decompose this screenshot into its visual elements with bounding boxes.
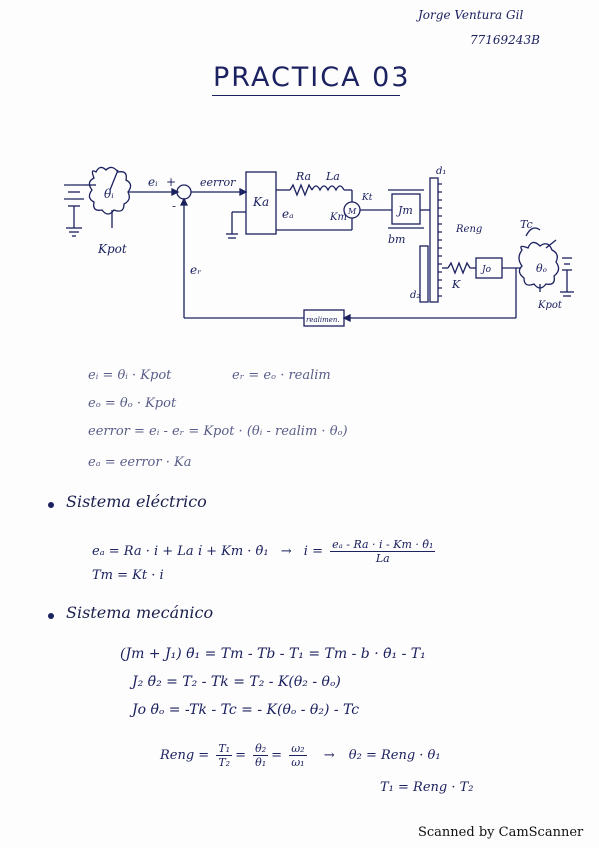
ra-label: Ra [295,170,311,183]
bm-label: bm [388,233,405,246]
d1-label: d₁ [436,166,446,177]
reng-result-1: θ₂ = Reng · θ₁ [348,748,441,763]
reng-f2-den: θ₁ [255,756,267,769]
output-potentiometer-icon [518,239,574,297]
minus-sign: - [172,199,176,213]
motor-label: M [347,207,357,216]
gear-train [429,177,439,303]
jm-inertia-block [391,193,421,225]
section-electrical: Sistema eléctrico [66,492,207,511]
electrical-eq2: Tm = Kt · i [92,568,164,583]
equation-eo: eₒ = θₒ · Kpot [88,396,177,411]
reng-f2-num: θ₂ [253,742,269,756]
reng-result-2: T₁ = Reng · T₂ [380,780,474,795]
k-spring [447,261,471,275]
electrical-eq1-left: eₐ = Ra · i + La i̇ + Km · θ̇₁ [92,544,269,559]
section-mechanical: Sistema mecánico [66,603,214,622]
electrical-fraction-den: La [375,552,390,565]
block-diagram: θᵢ Kpot eᵢ + - eerror Ka eₐ Ra La Kt Km … [64,166,574,327]
jm-label: Jm [396,204,413,217]
km-label: Km [329,212,347,223]
theta-o-label: θₒ [536,262,547,275]
k-label: K [451,278,461,291]
reng-lhs: Reng = [160,748,210,763]
reng-fraction-3: ω₂ ω₁ [289,742,307,769]
reng-f1-den: T₂ [218,756,231,769]
reng-label: Reng [455,224,482,235]
la-inductor [311,185,345,192]
title-underline [212,95,400,96]
reng-fraction-1: T₁ T₂ [216,742,233,769]
ei-label: eᵢ [148,175,158,189]
tc-label: Tc [520,218,533,231]
ra-resistor [289,183,313,197]
equation-er: eᵣ = eₒ · realim [232,368,331,383]
ea-label: eₐ [282,207,294,221]
bullet-mechanical [48,613,54,619]
kpot-right-label: Kpot [537,300,563,311]
mechanical-eq2: J₂ θ̈₂ = T₂ - Tk = T₂ - K(θ₂ - θₒ) [132,674,341,690]
reng-f1-num: T₁ [216,742,233,756]
equation-ea: eₐ = eerror · Ka [88,455,192,470]
battery-left-icon [64,184,96,237]
electrical-eq1-right-lhs: i = [303,544,323,559]
reng-equation: Reng = T₁ T₂ = θ₂ θ₁ = ω₂ ω₁ → θ₂ = Reng… [160,742,441,769]
realim-label: realimen. [306,316,340,324]
page-title: PRACTICA 03 [213,62,411,93]
author-name: Jorge Ventura Gil [418,8,524,22]
mechanical-eq1: (Jm + J₁) θ̈₁ = Tm - Tb - T₁ = Tm - b · … [120,646,426,662]
jo-label: Jo [480,265,492,275]
er-label: eᵣ [190,263,201,277]
ka-label: Ka [252,195,269,209]
equation-eerror: eerror = eᵢ - eᵣ = Kpot · (θᵢ - realim ·… [88,424,348,439]
d2-label: d₂ [410,290,420,301]
kt-label: Kt [361,193,373,203]
electrical-fraction: eₐ - Ra · i - Km · θ̇₁ La [330,538,436,565]
plus-sign: + [166,175,176,189]
electrical-eq1: eₐ = Ra · i + La i̇ + Km · θ̇₁ → i = eₐ … [92,538,438,565]
kpot-left-label: Kpot [97,242,127,256]
electrical-fraction-num: eₐ - Ra · i - Km · θ̇₁ [330,538,436,552]
reng-f3-num: ω₂ [289,742,307,756]
scanner-watermark: Scanned by CamScanner [418,825,584,840]
student-id: 77169243B [470,33,540,47]
reng-f3-den: ω₁ [291,756,305,769]
reng-arrow: → [323,748,335,763]
equation-ei: eᵢ = θᵢ · Kpot [88,368,172,383]
bullet-electrical [48,502,54,508]
la-label: La [325,170,340,183]
error-label: eerror [200,176,236,189]
theta-i-label: θᵢ [104,187,114,201]
electrical-arrow: → [280,544,292,559]
reng-fraction-2: θ₂ θ₁ [253,742,269,769]
ka-block [245,171,277,235]
input-potentiometer-icon [88,166,132,228]
mechanical-eq3: Jo θ̈ₒ = -Tk - Tc = - K(θₒ - θ₂) - Tc [132,702,360,718]
